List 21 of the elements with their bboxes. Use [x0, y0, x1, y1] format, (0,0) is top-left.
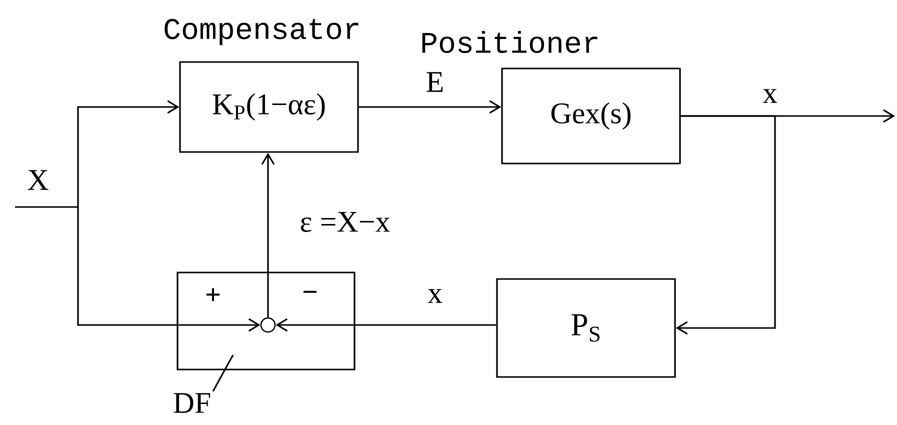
- label-text: DF: [174, 393, 210, 413]
- block-box: P$_{S}$: [496, 278, 676, 378]
- arrow: [77, 207, 260, 332]
- arrow: [676, 115, 776, 335]
- block-title: Compensator: [164, 18, 358, 46]
- sign-label: −: [304, 290, 317, 293]
- arrow: [276, 318, 496, 332]
- edge-label: ε =X−x: [298, 211, 392, 233]
- block-box: K$_{P}$(1−αε): [179, 61, 359, 153]
- arrow: [261, 152, 275, 318]
- arrow: [15, 100, 180, 208]
- edge-label: X: [26, 169, 50, 191]
- block-box: Gex(s): [501, 68, 681, 164]
- block-title: Positioner: [422, 30, 598, 54]
- arrow: [358, 100, 502, 114]
- leader-line: [212, 354, 234, 392]
- summing-junction: [260, 317, 276, 333]
- edge-label: x: [762, 88, 778, 104]
- edge-label: x: [426, 288, 444, 304]
- sign-label: +: [206, 288, 220, 302]
- edge-label: E: [424, 71, 446, 93]
